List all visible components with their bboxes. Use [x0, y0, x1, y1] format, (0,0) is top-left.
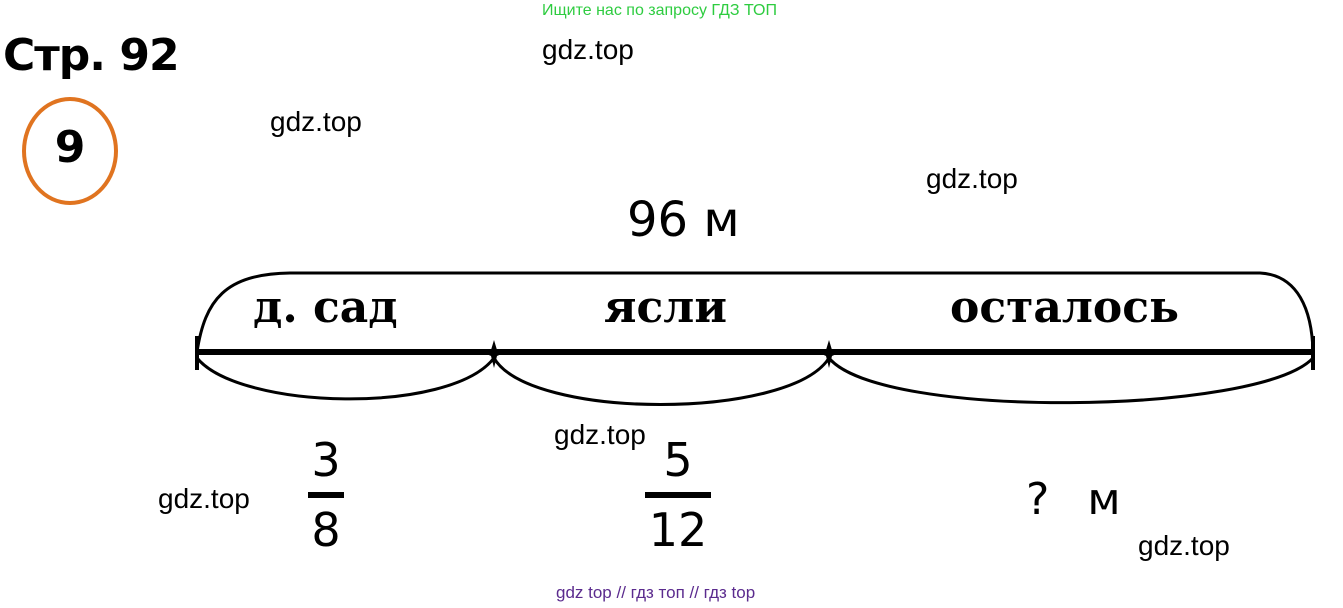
- watermark: gdz.top: [158, 483, 250, 514]
- unit-label: м: [1087, 474, 1121, 525]
- division-mark-1: [482, 340, 506, 368]
- fraction-denominator: 12: [648, 503, 708, 557]
- segment-label-remaining: осталось: [950, 282, 1179, 333]
- fraction-kindergarten: 3 8: [308, 432, 344, 558]
- task-number: 9: [54, 121, 86, 173]
- segment-label-kindergarten: д. сад: [253, 282, 398, 333]
- watermark: gdz.top: [926, 163, 1018, 194]
- page-title: Стр. 92: [3, 30, 180, 81]
- task-number-circle: 9: [22, 97, 118, 205]
- total-brace: [195, 271, 1315, 353]
- watermark: gdz.top: [270, 106, 362, 137]
- segment-label-nursery: ясли: [604, 282, 727, 333]
- watermark: gdz.top: [542, 34, 634, 65]
- brace-kindergarten: [195, 357, 496, 401]
- fraction-bar: [308, 492, 344, 498]
- watermark: gdz.top: [1138, 530, 1230, 561]
- fraction-bar: [645, 492, 711, 498]
- question-mark: ?: [1026, 474, 1050, 525]
- unknown-remaining: ?м: [1026, 474, 1121, 525]
- fraction-nursery: 5 12: [645, 432, 711, 558]
- footer-watermark: gdz top // гдз топ // гдз top: [556, 583, 756, 602]
- top-banner: Ищите нас по запросу ГДЗ ТОП: [542, 2, 777, 19]
- division-mark-2: [817, 340, 841, 368]
- total-length-label: 96 м: [627, 192, 740, 248]
- fraction-denominator: 8: [311, 503, 341, 557]
- fraction-numerator: 5: [663, 433, 693, 487]
- brace-nursery: [492, 357, 831, 406]
- fraction-numerator: 3: [311, 433, 341, 487]
- watermark: gdz.top: [554, 419, 646, 450]
- brace-remaining: [827, 356, 1315, 405]
